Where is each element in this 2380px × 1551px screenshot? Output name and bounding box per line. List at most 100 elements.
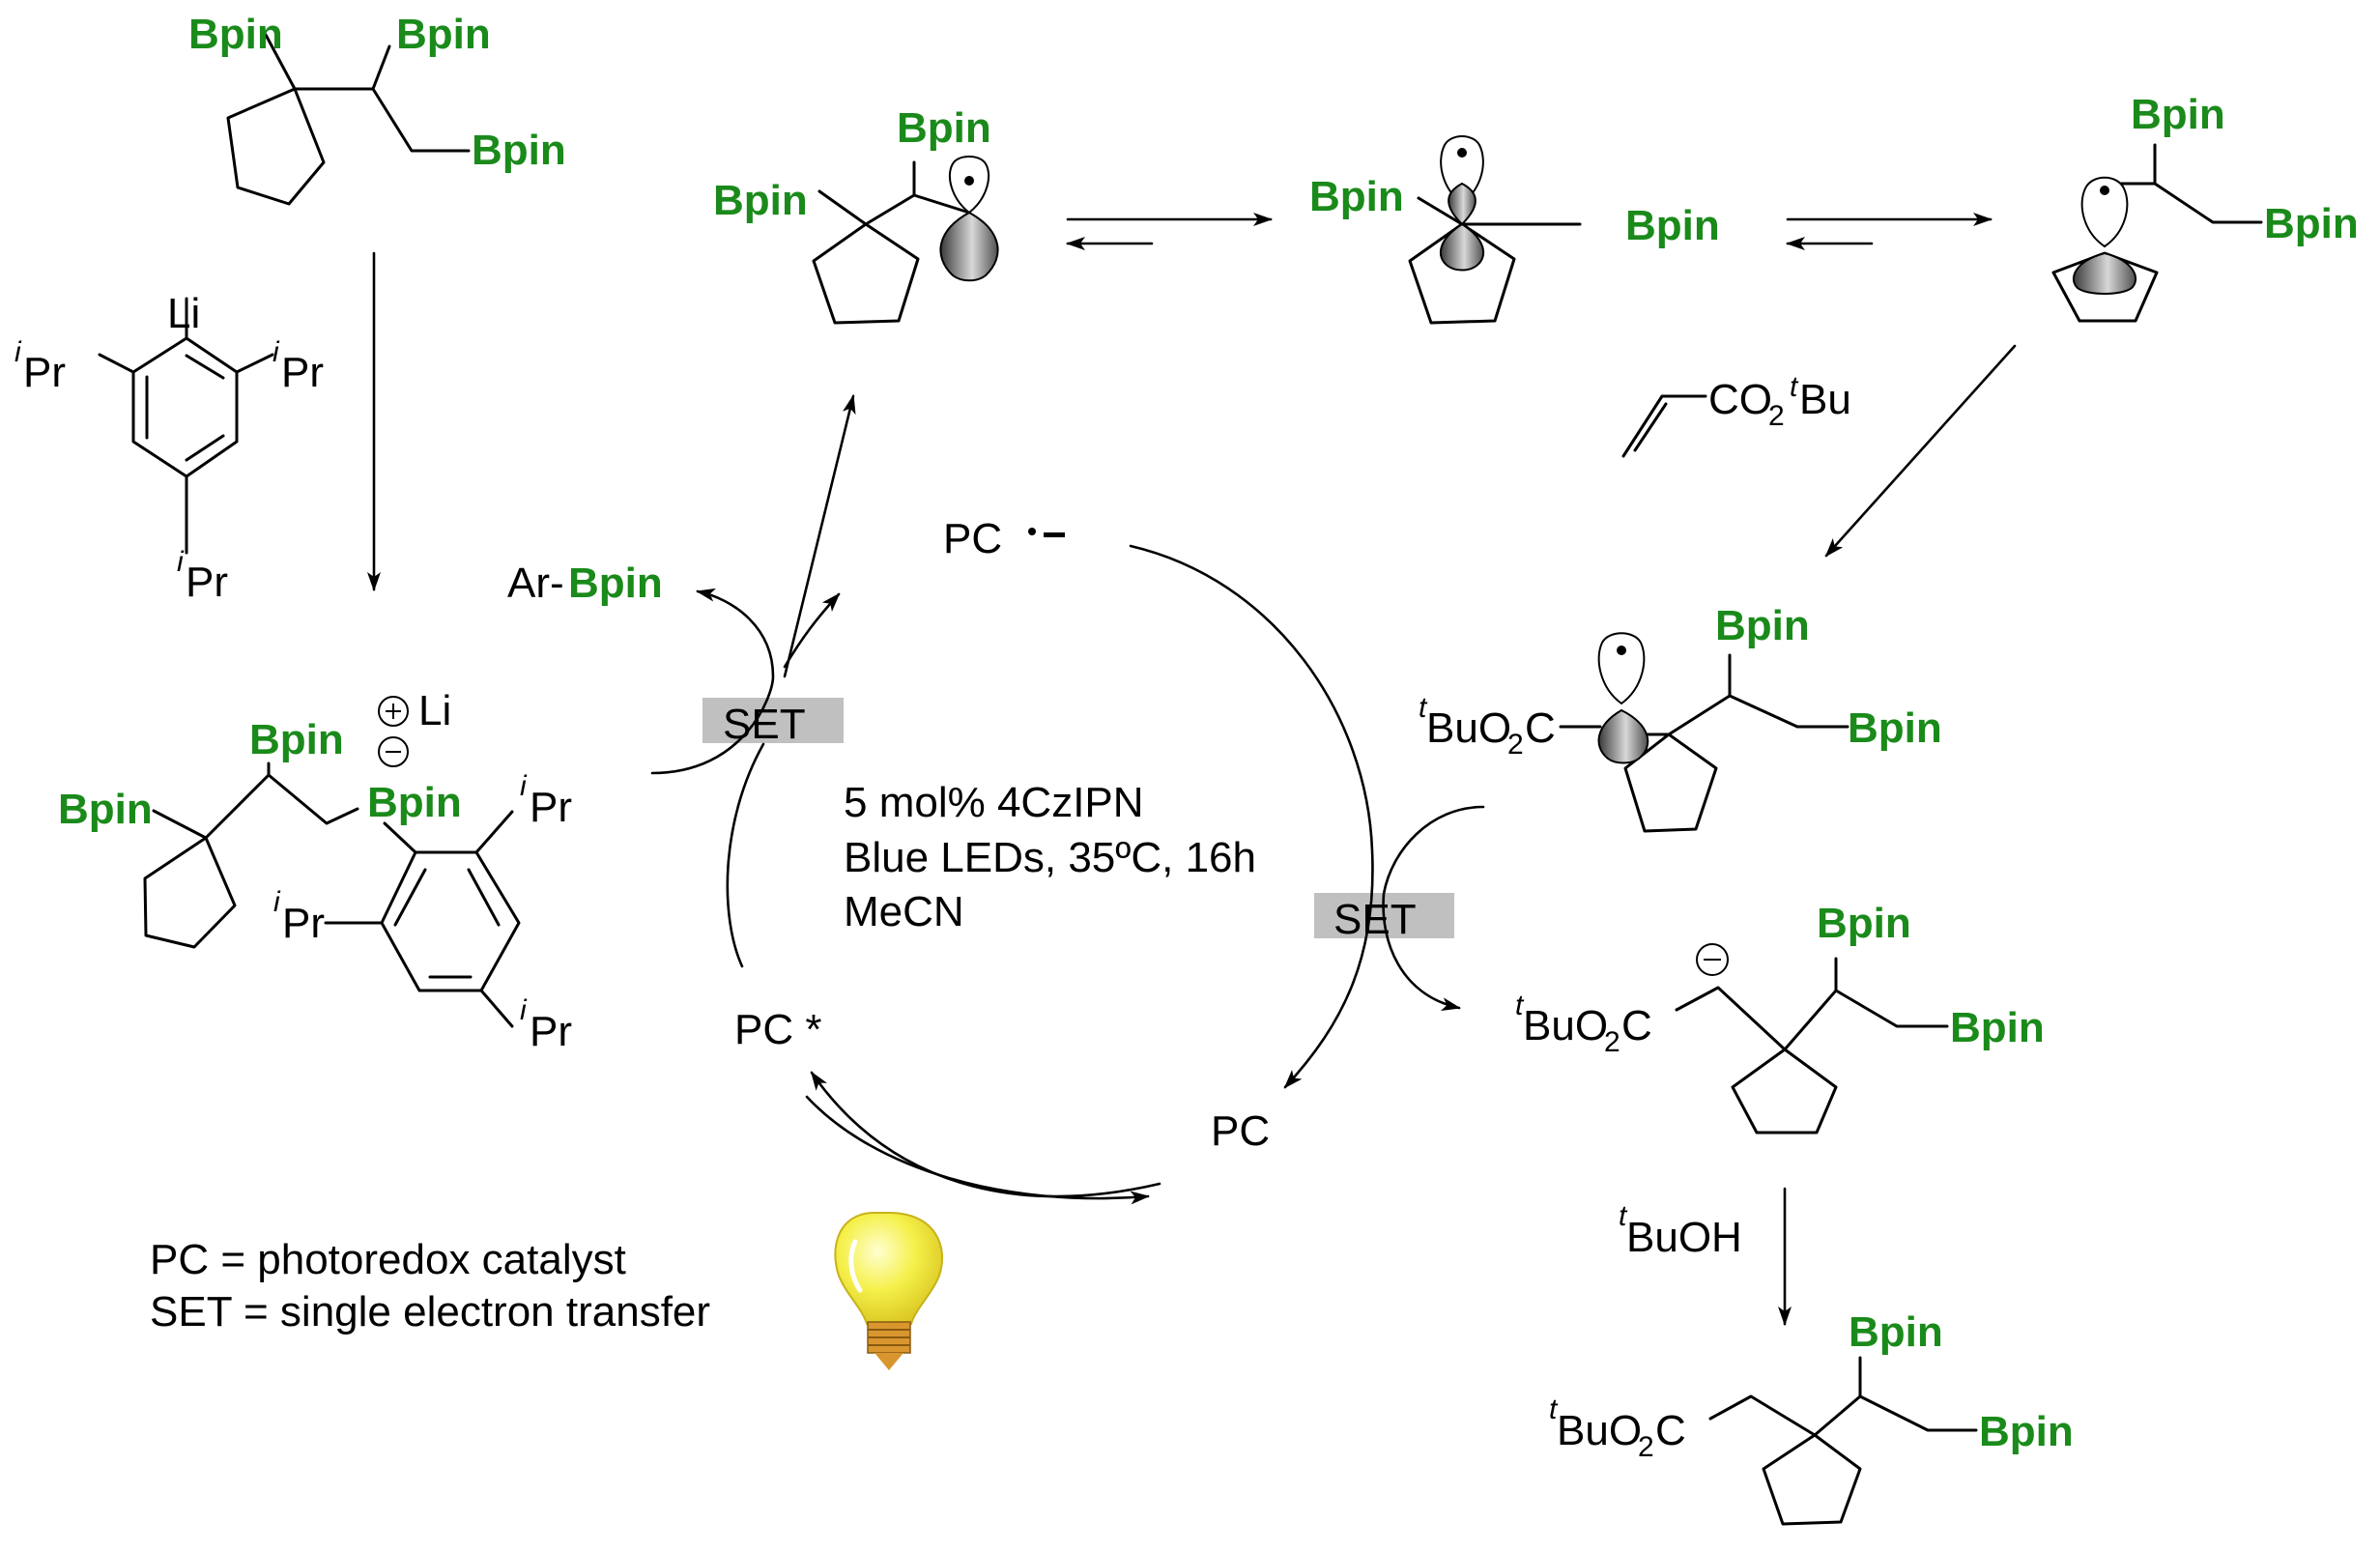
svg-text:i: i: [520, 994, 528, 1026]
svg-text:2: 2: [1638, 1431, 1654, 1463]
reaction-conditions: 5 mol% 4CzIPN Blue LEDs, 35ºC, 16h MeCN: [844, 779, 1256, 935]
svg-text:BuO: BuO: [1523, 1002, 1608, 1049]
svg-text:Bu: Bu: [1799, 376, 1851, 423]
light-bulb-icon: [834, 1212, 944, 1370]
svg-text:2: 2: [1507, 729, 1524, 761]
bpin-label: Bpin: [713, 177, 808, 224]
primary-radical-intermediate: Bpin Bpin: [713, 104, 999, 325]
final-product: Bpin Bpin t BuO 2 C: [1549, 1308, 2074, 1526]
svg-text:i: i: [520, 770, 528, 802]
starting-triboronate: Bpin Bpin Bpin: [188, 11, 566, 206]
tbuo2c-label: t BuO 2 C: [1549, 1393, 1686, 1463]
svg-text:i: i: [177, 546, 185, 578]
ipr-label: i Pr: [14, 336, 66, 396]
cyclopentyl-radical-intermediate: Bpin Bpin: [2051, 91, 2359, 323]
svg-text:t: t: [1619, 1200, 1628, 1232]
cycle-arrow: [805, 1095, 1150, 1205]
tbuoh-reagent: t BuOH: [1619, 1200, 1742, 1261]
set-label: SET: [1333, 896, 1417, 943]
minus-charge: [1696, 943, 1729, 976]
svg-text:BuO: BuO: [1426, 704, 1511, 752]
svg-text:Pr: Pr: [281, 349, 324, 396]
ipr-label: i Pr: [273, 886, 325, 947]
cycle-arrow: [1129, 544, 1374, 1089]
curved-arrow: [1382, 805, 1485, 1012]
boronate-ate-complex: Bpin Bpin Bpin Li i Pr i Pr i Pr: [58, 687, 572, 1055]
curved-arrow: [650, 588, 775, 775]
bpin-label: Bpin: [1309, 173, 1404, 220]
bpin-label: Bpin: [396, 11, 491, 58]
svg-text:5 mol% 4CzIPN: 5 mol% 4CzIPN: [844, 779, 1144, 826]
enolate-anion-intermediate: Bpin Bpin t BuO 2 C: [1515, 900, 2045, 1135]
li-label: Li: [418, 687, 451, 734]
ipr-label: i Pr: [272, 336, 324, 396]
bpin-label: Bpin: [1817, 900, 1911, 947]
bpin-label: Bpin: [188, 11, 283, 58]
svg-text:BuO: BuO: [1557, 1407, 1642, 1454]
ipr-label: i Pr: [177, 546, 228, 606]
svg-text:CO: CO: [1708, 376, 1772, 423]
tertiary-radical-intermediate: Bpin Bpin: [1309, 135, 1720, 325]
bpin-label: Bpin: [1715, 602, 1810, 649]
svg-text:2: 2: [1768, 400, 1785, 432]
tbuo2c-label: t BuO 2 C: [1419, 692, 1556, 761]
bpin-label: Bpin: [897, 104, 991, 152]
svg-text:i: i: [14, 336, 22, 368]
svg-text:t: t: [1419, 692, 1428, 724]
bpin-label: Bpin: [2131, 91, 2225, 138]
svg-text:2: 2: [1604, 1026, 1620, 1058]
ipr-label: i Pr: [520, 770, 572, 831]
svg-text:PC: PC: [943, 515, 1002, 562]
bpin-label: Bpin: [249, 716, 344, 763]
cycle-arrow: [726, 742, 765, 968]
abbreviation-legend: PC = photoredox catalyst SET = single el…: [150, 1236, 710, 1336]
svg-text:C: C: [1655, 1407, 1686, 1454]
svg-text:Pr: Pr: [23, 349, 66, 396]
svg-text:C: C: [1621, 1002, 1652, 1049]
cycle-arrow: [810, 1071, 1161, 1198]
svg-text:Ar-: Ar-: [507, 560, 564, 607]
tbuo2c-label: t BuO 2 C: [1515, 990, 1652, 1058]
plus-charge: [378, 696, 409, 727]
svg-text:i: i: [272, 336, 280, 368]
svg-text:t: t: [1515, 990, 1525, 1021]
bpin-label: Bpin: [1849, 1308, 1943, 1356]
svg-text:C: C: [1525, 704, 1556, 752]
curved-arrow: [783, 592, 841, 669]
pc-excited-label: PC *: [734, 1006, 821, 1053]
aryllithium-reagent: Li i Pr i Pr i Pr: [14, 290, 324, 606]
pc-ground-label: PC: [1211, 1107, 1270, 1155]
minus-charge: [378, 736, 409, 767]
pc-radical-anion: PC: [943, 515, 1065, 562]
svg-text:Pr: Pr: [186, 559, 228, 606]
adduct-radical-intermediate: Bpin Bpin t BuO 2 C: [1419, 602, 1942, 833]
bpin-label: Bpin: [2264, 200, 2359, 247]
svg-text:i: i: [273, 886, 281, 918]
tert-butyl-acrylate: CO 2 t Bu: [1621, 371, 1851, 458]
bpin-label: Bpin: [1625, 202, 1720, 249]
svg-text:BuOH: BuOH: [1626, 1214, 1742, 1261]
reaction-arrow: [1824, 344, 2017, 558]
bpin-label: Bpin: [1950, 1004, 2045, 1051]
svg-text:MeCN: MeCN: [844, 888, 964, 935]
svg-text:Pr: Pr: [530, 1008, 572, 1055]
svg-text:SET = single electron transfer: SET = single electron transfer: [150, 1288, 710, 1336]
svg-text:Pr: Pr: [530, 784, 572, 831]
bpin-label: Bpin: [367, 779, 462, 826]
set-box: [703, 698, 844, 743]
bpin-label: Bpin: [472, 127, 566, 174]
bpin-label: Bpin: [1979, 1408, 2074, 1455]
svg-text:PC = photoredox catalyst: PC = photoredox catalyst: [150, 1236, 626, 1283]
li-label: Li: [167, 290, 200, 337]
ipr-label: i Pr: [520, 994, 572, 1055]
ar-bpin-product: Ar- Bpin: [507, 560, 663, 607]
svg-text:Bpin: Bpin: [568, 560, 663, 607]
bpin-label: Bpin: [1848, 704, 1942, 752]
svg-text:t: t: [1790, 371, 1799, 403]
bpin-label: Bpin: [58, 786, 153, 833]
svg-text:t: t: [1549, 1393, 1559, 1425]
reaction-arrow: [783, 394, 856, 678]
svg-text:Blue LEDs, 35ºC, 16h: Blue LEDs, 35ºC, 16h: [844, 834, 1256, 881]
svg-text:Pr: Pr: [282, 900, 325, 947]
